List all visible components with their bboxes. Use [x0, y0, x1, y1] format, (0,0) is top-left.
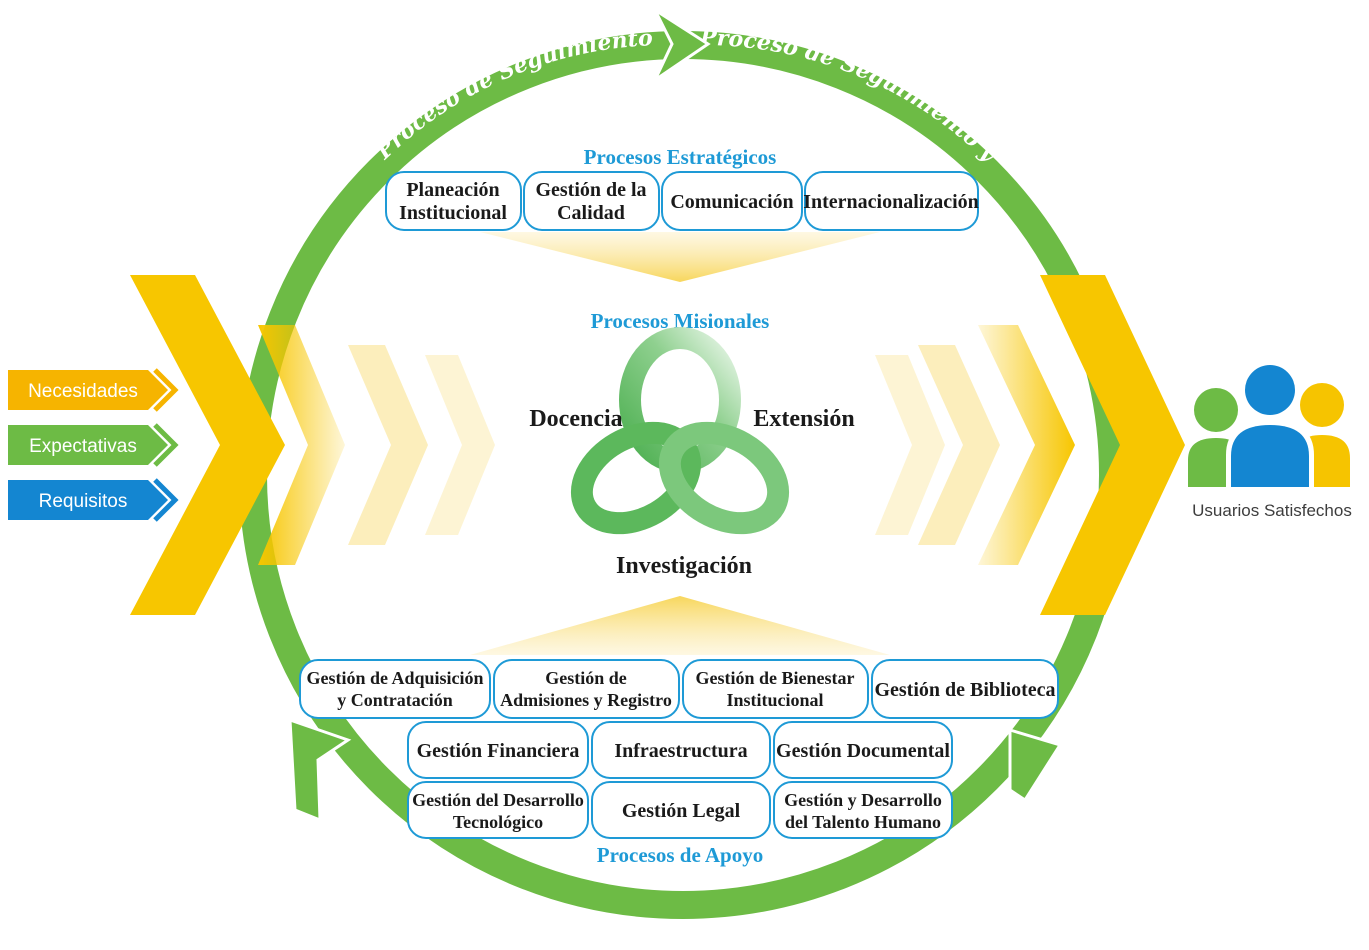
missional-docencia: Docencia: [529, 406, 622, 432]
input-expectativas-label: Expectativas: [29, 436, 137, 457]
box-tecnologico-l2: Tecnológico: [453, 812, 543, 832]
box-adquisicion-l2: y Contratación: [337, 690, 453, 710]
box-bienestar-l2: Institucional: [726, 690, 823, 710]
box-internacionalizacion: Internacionalización: [803, 191, 979, 213]
box-financiera: Gestión Financiera: [417, 740, 580, 762]
support-row-3: Gestión del Desarrollo Tecnológico Gesti…: [407, 781, 953, 839]
box-planeacion-l1: Planeación: [406, 179, 499, 201]
strategic-title: Procesos Estratégicos: [584, 145, 777, 169]
input-necesidades-label: Necesidades: [28, 381, 138, 402]
box-calidad-l2: Calidad: [557, 202, 625, 224]
box-comunicacion: Comunicación: [670, 191, 793, 213]
input-chevrons: [130, 275, 495, 615]
box-bienestar-l1: Gestión de Bienestar: [696, 668, 855, 688]
users-label: Usuarios Satisfechos: [1192, 501, 1352, 520]
support-row-1: Gestión de Adquisición y Contratación Ge…: [299, 659, 1059, 719]
cycle-arrow-left: [288, 717, 352, 823]
support-row-2: Gestión Financiera Infraestructura Gesti…: [407, 721, 953, 779]
box-talento-l1: Gestión y Desarrollo: [784, 790, 942, 810]
strategic-boxes: Planeación Institucional Gestión de la C…: [385, 171, 979, 231]
box-admisiones-l1: Gestión de: [545, 668, 627, 688]
box-calidad-l1: Gestión de la: [535, 179, 646, 201]
cycle-arrow-top: [651, 5, 711, 85]
input-requisitos-label: Requisitos: [39, 491, 128, 512]
box-planeacion-l2: Institucional: [399, 202, 507, 224]
box-legal: Gestión Legal: [622, 800, 741, 822]
missional-investigacion: Investigación: [616, 553, 752, 579]
cycle-arrow-right: [1008, 727, 1063, 803]
box-admisiones-l2: Admisiones y Registro: [500, 690, 672, 710]
users-group-icon: [1188, 361, 1350, 488]
box-documental: Gestión Documental: [776, 740, 950, 762]
box-tecnologico-l1: Gestión del Desarrollo: [412, 790, 584, 810]
output-chevrons: [875, 275, 1185, 615]
cycle-label-top-left: Proceso de Seguimiento y Control: [0, 0, 661, 165]
support-title: Procesos de Apoyo: [597, 843, 763, 867]
missional-extension: Extensión: [753, 406, 854, 432]
input-necesidades: Necesidades: [8, 368, 179, 412]
support-funnel: [470, 596, 890, 655]
box-talento-l2: del Talento Humano: [785, 812, 941, 832]
strategic-funnel: [480, 232, 880, 282]
input-expectativas: Expectativas: [8, 423, 179, 467]
trefoil-knot-icon: [570, 327, 790, 535]
box-adquisicion-l1: Gestión de Adquisición: [306, 668, 483, 688]
box-biblioteca: Gestión de Biblioteca: [874, 679, 1055, 701]
box-infraestructura: Infraestructura: [614, 740, 747, 762]
input-requisitos: Requisitos: [8, 478, 179, 522]
